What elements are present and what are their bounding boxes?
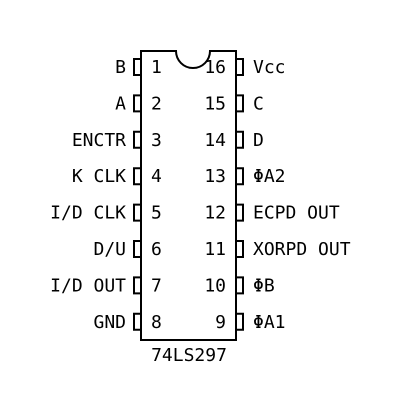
chip-body [140,50,237,341]
pin-4: K CLK 4 [72,166,162,187]
pin-label: I/D OUT [50,275,126,296]
pin-8: GND 8 [93,312,161,333]
pin-number: 14 [204,130,226,151]
pin-stub [133,167,141,186]
pin-stub [236,276,244,295]
pin-label: K CLK [72,166,126,187]
pin-stub [133,203,141,222]
pin-label: Vcc [253,57,286,78]
pin-stub [133,276,141,295]
pin-number: 1 [151,57,162,78]
pin-label: A [115,93,126,114]
pin-11: 11 XORPD OUT [204,239,350,260]
pin-stub [236,130,244,149]
pin-9: 9 ΦA1 [215,312,285,333]
pin-stub [236,167,244,186]
pin-number: 16 [204,57,226,78]
pin-number: 10 [204,275,226,296]
pin-label: ΦA1 [253,312,286,333]
pin-number: 3 [151,130,162,151]
pin-stub [133,240,141,258]
pin-stub [236,58,244,76]
pin-number: 2 [151,93,162,114]
pin-stub [133,58,141,76]
pin-number: 6 [151,239,162,260]
pin-stub [133,94,141,113]
pin-label: B [115,57,126,78]
pin-13: 13 ΦA2 [204,166,285,187]
pin-7: I/D OUT 7 [50,275,162,296]
pin-6: D/U 6 [93,239,161,260]
pin-5: I/D CLK 5 [50,203,162,224]
pin-label: ΦB [253,275,275,296]
pin-stub [133,130,141,149]
pin-number: 13 [204,166,226,187]
pin-number: 9 [215,312,226,333]
pin-stub [236,203,244,222]
pin-label: D/U [93,239,126,260]
pin-number: 11 [204,239,226,260]
pin-number: 12 [204,203,226,224]
pin-number: 7 [151,275,162,296]
pin-12: 12 ECPD OUT [204,203,340,224]
pin-stub [236,240,244,258]
pin-label: ENCTR [72,130,126,151]
pin-label: D [253,130,264,151]
pin-14: 14 D [204,130,264,151]
pin-15: 15 C [204,93,264,114]
pin-number: 4 [151,166,162,187]
pin-number: 8 [151,312,162,333]
pin-label: ΦA2 [253,166,286,187]
pin-3: ENCTR 3 [72,130,162,151]
pin-number: 5 [151,203,162,224]
pin-label: I/D CLK [50,203,126,224]
part-number: 74LS297 [151,345,227,366]
pin-16: 16 Vcc [204,57,285,78]
pin-number: 15 [204,93,226,114]
pin-label: ECPD OUT [253,203,340,224]
pin-stub [236,94,244,113]
pin-10: 10 ΦB [204,275,274,296]
pin-stub [236,312,244,331]
pin-label: GND [93,312,126,333]
pin-stub [133,312,141,331]
pin-label: XORPD OUT [253,239,351,260]
pin-label: C [253,93,264,114]
